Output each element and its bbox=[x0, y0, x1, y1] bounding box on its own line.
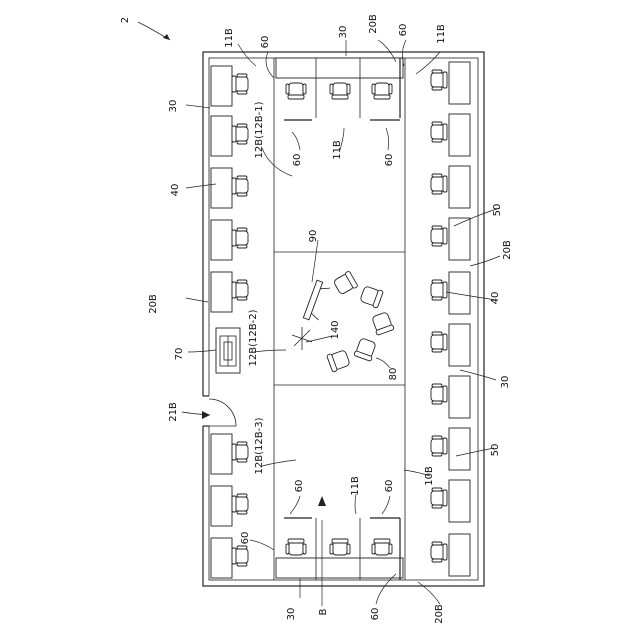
label-30-right: 30 bbox=[500, 376, 511, 389]
office-chair bbox=[431, 280, 447, 300]
label-60-bottom-left: 60 bbox=[240, 532, 251, 545]
office-chair bbox=[431, 488, 447, 508]
meeting-area bbox=[292, 271, 394, 373]
desk bbox=[211, 168, 232, 208]
desk bbox=[449, 114, 470, 156]
desk bbox=[449, 534, 470, 576]
figure-ref-arrowhead bbox=[163, 34, 170, 40]
lounge-chair bbox=[354, 337, 377, 361]
desk bbox=[449, 166, 470, 208]
office-chair bbox=[431, 384, 447, 404]
desk bbox=[449, 218, 470, 260]
office-chair bbox=[372, 539, 392, 555]
label-140: 140 bbox=[330, 320, 341, 339]
desk bbox=[211, 66, 232, 106]
label-70: 70 bbox=[174, 348, 185, 361]
lounge-chair bbox=[333, 271, 358, 296]
office-chair bbox=[431, 174, 447, 194]
label-20b-left: 20B bbox=[148, 294, 159, 314]
label-12b1: 12B(12B-1) bbox=[254, 101, 265, 158]
label-60-lower-right: 60 bbox=[384, 480, 395, 493]
label-30-bottom: 30 bbox=[286, 608, 297, 621]
office-chair bbox=[431, 436, 447, 456]
label-b-direction: B bbox=[318, 608, 329, 615]
coat-rack bbox=[292, 327, 312, 350]
office-chair bbox=[232, 494, 248, 514]
label-11b-inner: 11B bbox=[332, 140, 343, 160]
lounge-chair bbox=[359, 285, 383, 308]
office-chair bbox=[286, 539, 306, 555]
desk bbox=[449, 428, 470, 470]
label-20b-right: 20B bbox=[502, 240, 513, 260]
label-60-inner-right: 60 bbox=[384, 154, 395, 167]
office-chair bbox=[431, 542, 447, 562]
office-chair bbox=[431, 122, 447, 142]
label-30-top: 30 bbox=[338, 26, 349, 39]
label-30-left: 30 bbox=[168, 100, 179, 113]
office-chair bbox=[372, 83, 392, 99]
office-chair bbox=[431, 70, 447, 90]
label-60-top-right: 60 bbox=[398, 24, 409, 37]
label-12b2: 12B(12B-2) bbox=[248, 309, 259, 366]
desk bbox=[449, 62, 470, 104]
standing-table bbox=[303, 280, 331, 323]
label-12b3: 12B(12B-3) bbox=[254, 417, 265, 474]
office-chair bbox=[286, 83, 306, 99]
office-chair bbox=[431, 226, 447, 246]
label-60-top-left: 60 bbox=[260, 36, 271, 49]
desk bbox=[211, 538, 232, 578]
office-chair bbox=[232, 280, 248, 300]
office-chair bbox=[232, 546, 248, 566]
label-40-right: 40 bbox=[490, 292, 501, 305]
label-60-bottom-right: 60 bbox=[370, 608, 381, 621]
office-chair bbox=[330, 83, 350, 99]
cabinet bbox=[216, 328, 240, 373]
office-chair bbox=[232, 74, 248, 94]
office-chair bbox=[232, 176, 248, 196]
label-21b: 21B bbox=[168, 402, 179, 422]
label-11b-top-right: 11B bbox=[436, 24, 447, 44]
office-chair bbox=[431, 332, 447, 352]
label-40-left: 40 bbox=[170, 184, 181, 197]
label-11b-lower: 11B bbox=[350, 476, 361, 496]
desk bbox=[211, 116, 232, 156]
office-chair bbox=[232, 228, 248, 248]
label-11b-top-left: 11B bbox=[224, 28, 235, 48]
office-chair bbox=[330, 539, 350, 555]
lounge-chair bbox=[371, 311, 394, 335]
label-60-inner-left: 60 bbox=[292, 154, 303, 167]
office-chair bbox=[232, 442, 248, 462]
desk bbox=[211, 434, 232, 474]
label-90: 90 bbox=[308, 230, 319, 243]
desk bbox=[449, 324, 470, 366]
door-swing bbox=[209, 399, 236, 426]
label-50-right-top: 50 bbox=[492, 204, 503, 217]
door-opening-gap bbox=[201, 396, 211, 426]
label-10b: 10B bbox=[424, 466, 435, 486]
desk bbox=[211, 220, 232, 260]
office-chair bbox=[232, 124, 248, 144]
desk bbox=[211, 486, 232, 526]
label-80: 80 bbox=[388, 368, 399, 381]
figure-ref-label: 2 bbox=[120, 17, 131, 23]
label-60-lower-left: 60 bbox=[294, 480, 305, 493]
direction-arrowhead bbox=[318, 496, 326, 506]
booth-desk-top bbox=[276, 58, 403, 78]
booth-desk-bottom bbox=[276, 558, 403, 578]
lounge-chair bbox=[327, 349, 351, 372]
label-20b-bottom: 20B bbox=[434, 604, 445, 624]
label-50-right-bottom: 50 bbox=[490, 444, 501, 457]
label-20b-top: 20B bbox=[368, 14, 379, 34]
desk bbox=[449, 376, 470, 418]
desk bbox=[211, 272, 232, 312]
desk bbox=[449, 480, 470, 522]
